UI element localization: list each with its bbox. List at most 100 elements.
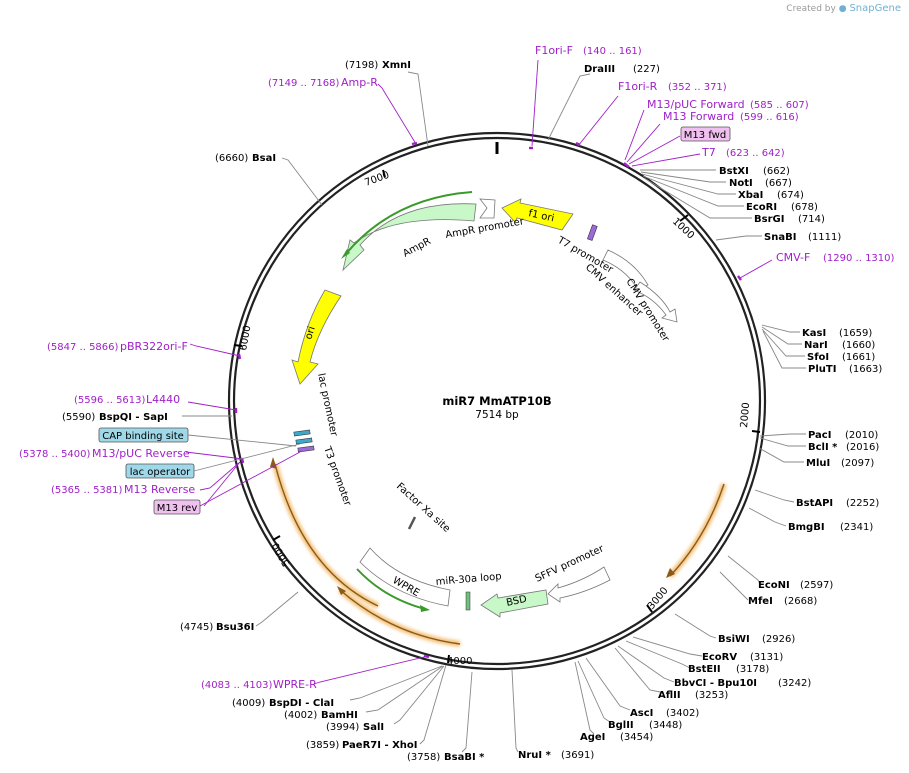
primer-name-l4440: L4440 [146, 393, 180, 406]
enzyme-name-bsteii: BstEII [688, 664, 721, 675]
t7-promoter-mark [586, 224, 598, 241]
ori-arrow [291, 289, 342, 385]
enzyme-pos-bsiwi: (2926) [762, 634, 795, 645]
enzyme-name-pluti: PluTI [808, 364, 836, 375]
factor-xa-label: Factor Xa site [394, 481, 452, 535]
lac-operator-box: lac operator [125, 443, 301, 479]
ori-label: ori [303, 325, 317, 341]
lac-promoter-label: lac promoter [315, 372, 339, 438]
ampr-outer-line [344, 191, 473, 256]
enzyme-pos-paer7i: (3859) [306, 740, 339, 751]
primer-name-m13-fwd: M13 Forward [663, 110, 734, 123]
enzyme-name-bsu36i: Bsu36I [216, 622, 254, 633]
enzyme-name-bsrgi: BsrGI [754, 214, 784, 225]
enzyme-name-bsiwi: BsiWI [718, 634, 750, 645]
primer-name-pbr322ori-f: pBR322ori-F [120, 340, 188, 353]
primer-markers [234, 141, 742, 659]
enzyme-name-bcli: BclI * [808, 442, 838, 453]
tick-4000: 4000 [447, 656, 472, 667]
enzyme-name-bspqi: BspQI - SapI [99, 412, 168, 423]
orange-arc-bottom [339, 589, 461, 645]
primer-range-amp-r: (7149 .. 7168) [268, 78, 340, 89]
orange-arc-left [274, 463, 379, 607]
enzyme-pos-nrui: (3691) [561, 750, 594, 761]
plasmid-size: 7514 bp [475, 409, 519, 421]
enzyme-pos-bsai: (6660) [215, 153, 248, 164]
enzyme-pos-bspdi: (4009) [232, 698, 265, 709]
tick-6000: 6000 [238, 325, 253, 352]
m13-rev-box: M13 rev [153, 451, 301, 515]
lac-operator-mark [295, 437, 313, 445]
enzyme-pos-bbvci: (3242) [778, 678, 811, 689]
enzyme-pos-asci: (3402) [666, 708, 699, 719]
primer-lines [185, 59, 773, 685]
tick-5000: 5000 [270, 540, 292, 568]
primer-range-m13-rev: (5365 .. 5381) [51, 485, 123, 496]
mir30a-loop-label: miR-30a loop [435, 571, 502, 588]
enzyme-pos-paci: (2010) [845, 430, 878, 441]
m13-rev-mark [297, 445, 315, 453]
ampr-line-head [341, 249, 350, 259]
enzyme-name-xbai: XbaI [738, 190, 763, 201]
enzyme-name-noti: NotI [729, 178, 753, 189]
wpre-line [356, 568, 426, 610]
factor-xa-mark [407, 516, 417, 530]
enzyme-name-agei: AgeI [580, 732, 605, 743]
primer-name-m13-puc-rev: M13/pUC Reverse [92, 447, 190, 460]
primer-range-f1ori-f: (140 .. 161) [583, 46, 642, 57]
primer-range-l4440: (5596 .. 5613) [74, 395, 146, 406]
enzyme-pos-bsu36i: (4745) [180, 622, 213, 633]
primer-name-f1ori-f: F1ori-F [535, 44, 573, 57]
enzyme-name-sfoi: SfoI [807, 352, 829, 363]
primer-name-m13-puc-fwd: M13/pUC Forward [647, 98, 745, 111]
enzyme-name-bsabi: BsaBI * [444, 752, 485, 763]
cap-site-mark [293, 429, 311, 437]
enzyme-pos-bsabi: (3758) [407, 752, 440, 763]
cmv-promoter-arrow [633, 281, 678, 323]
credit-brand: SnapGene [849, 3, 901, 14]
enzyme-name-bbvci: BbvCI - Bpu10I [674, 678, 757, 689]
plasmid-name: miR7 MmATP10B [442, 394, 551, 408]
enzyme-pos-bsrgi: (714) [798, 214, 825, 225]
m13-fwd-label: M13 fwd [684, 130, 726, 141]
bsd-arrow [480, 589, 549, 618]
leader-lines [182, 71, 806, 753]
enzyme-name-nrui: NruI * [518, 750, 552, 761]
enzyme-name-draiii: DraIII [584, 64, 615, 75]
primer-range-wpre-r: (4083 .. 4103) [201, 680, 273, 691]
t3-promoter-label: T3 promoter [321, 444, 353, 508]
enzyme-name-bstxi: BstXI [719, 166, 749, 177]
orange-arc-right-glow [667, 483, 727, 579]
cap-binding-label: CAP binding site [102, 431, 184, 442]
orange-arc-right-head [666, 568, 675, 578]
enzyme-name-ecori: EcoRI [746, 202, 777, 213]
enzyme-pos-draiii: (227) [633, 64, 660, 75]
enzyme-name-bstapi: BstAPI [796, 498, 833, 509]
enzyme-name-xmni: XmnI [382, 60, 411, 71]
enzyme-pos-bspqi: (5590) [62, 412, 95, 423]
enzyme-pos-bsteii: (3178) [736, 664, 769, 675]
enzyme-name-paci: PacI [808, 430, 831, 441]
enzyme-pos-mfei: (2668) [784, 596, 817, 607]
enzyme-pos-sali: (3994) [326, 722, 359, 733]
backbone-outer [227, 131, 767, 671]
enzyme-name-bspdi: BspDI - ClaI [269, 698, 334, 709]
enzyme-name-bmgbi: BmgBI [788, 522, 825, 533]
primer-name-m13-rev: M13 Reverse [124, 483, 195, 496]
f1-ori-arrow [501, 198, 574, 231]
primer-range-m13-fwd: (599 .. 616) [740, 112, 799, 123]
enzyme-name-snabi: SnaBI [764, 232, 796, 243]
primer-name-cmv-f: CMV-F [776, 251, 810, 264]
enzyme-pos-bamhi: (4002) [284, 710, 317, 721]
enzyme-pos-ecori: (678) [791, 202, 818, 213]
primer-name-amp-r: Amp-R [341, 76, 378, 89]
enzyme-pos-bglii: (3448) [649, 720, 682, 731]
enzyme-pos-snabi: (1111) [808, 232, 841, 243]
enzyme-pos-bcli: (2016) [846, 442, 879, 453]
enzyme-pos-bstxi: (662) [763, 166, 790, 177]
primer-range-m13-puc-rev: (5378 .. 5400) [19, 449, 91, 460]
primer-range-m13-puc-fwd: (585 .. 607) [750, 100, 809, 111]
credit-prefix: Created by [786, 4, 836, 14]
enzyme-name-kasi: KasI [802, 328, 826, 339]
